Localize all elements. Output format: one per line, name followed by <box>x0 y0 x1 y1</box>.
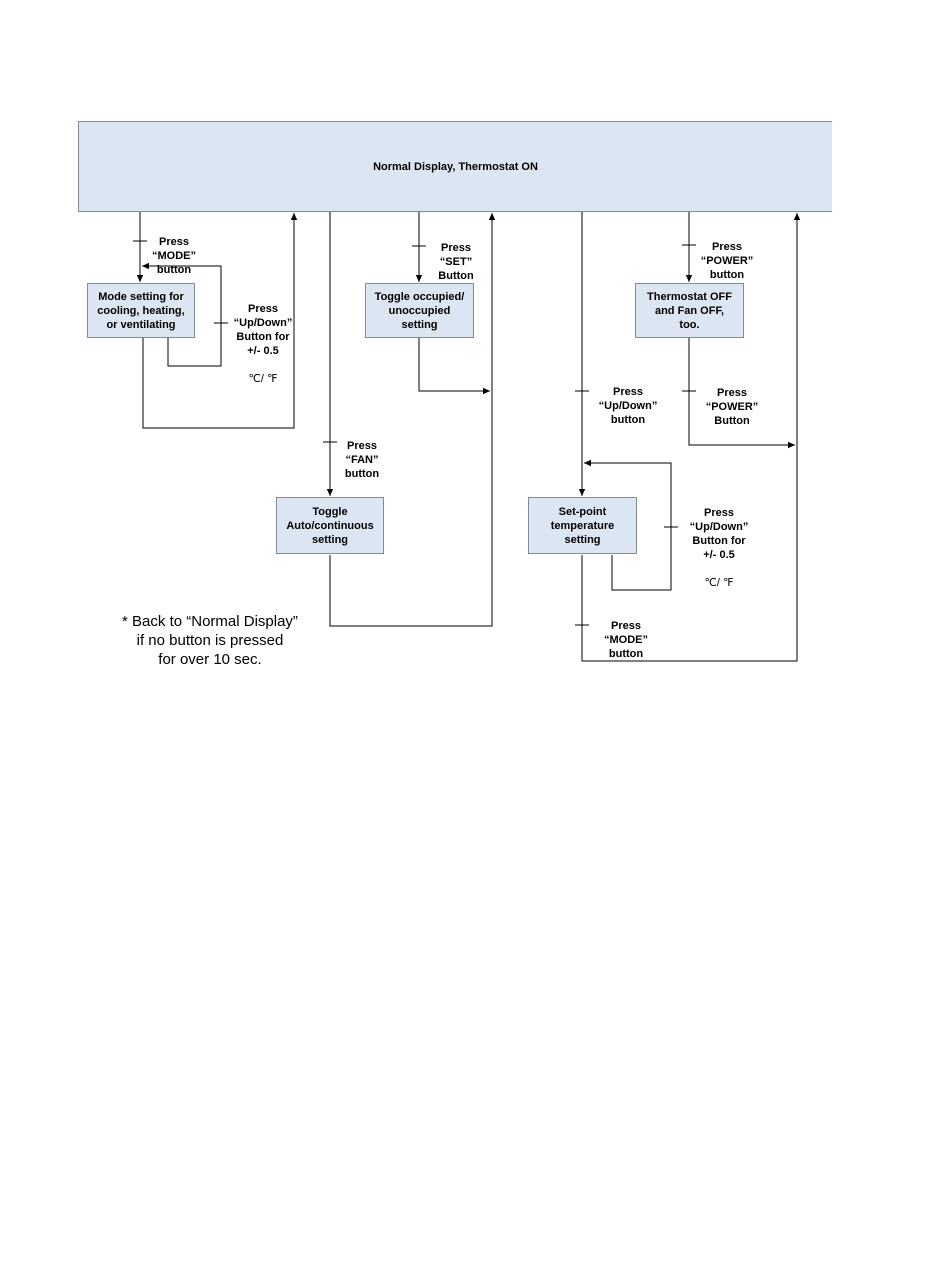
edge-setpoint-updown-loop <box>584 459 672 591</box>
label-press-mode-bottom: Press “MODE” button <box>594 605 658 661</box>
label-press-set: Press “SET” Button <box>424 227 488 283</box>
label-press-mode-top: Press “MODE” button <box>142 221 206 277</box>
label-press-power-top-text: Press “POWER” button <box>700 241 754 281</box>
toggle-occupied-label: Toggle occupied/ unoccupied setting <box>374 290 465 331</box>
toggle-occupied-box: Toggle occupied/ unoccupied setting <box>365 283 474 338</box>
setpoint-label: Set-point temperature setting <box>550 505 615 546</box>
label-press-updown-mode: Press “Up/Down” Button for +/- 0.5 ℃/ ℉ <box>226 288 300 386</box>
edge-power-return <box>688 338 795 449</box>
label-press-power-top: Press “POWER” button <box>692 226 762 282</box>
setpoint-box: Set-point temperature setting <box>528 497 637 554</box>
edge-mode-return <box>142 213 298 429</box>
edge-set-return <box>418 338 490 395</box>
mode-setting-label: Mode setting for cooling, heating, or ve… <box>97 290 185 331</box>
thermostat-off-label: Thermostat OFF and Fan OFF, too. <box>647 290 732 331</box>
label-press-mode-top-text: Press “MODE” button <box>152 236 196 276</box>
thermostat-off-box: Thermostat OFF and Fan OFF, too. <box>635 283 744 338</box>
edge-fan-return <box>329 213 496 627</box>
normal-display-box: Normal Display, Thermostat ON <box>78 121 832 212</box>
label-press-updown-setpoint-entry-text: Press “Up/Down” button <box>598 386 658 426</box>
label-press-fan: Press “FAN” button <box>334 425 390 481</box>
timeout-note: * Back to “Normal Display” if no button … <box>100 593 320 669</box>
label-unit-mode: ℃/ ℉ <box>248 373 278 385</box>
edge-setpoint-return <box>581 213 801 662</box>
label-press-power-bottom: Press “POWER” Button <box>697 372 767 428</box>
toggle-fan-box: Toggle Auto/continuous setting <box>276 497 384 554</box>
label-press-updown-mode-text: Press “Up/Down” Button for +/- 0.5 <box>233 303 293 357</box>
label-unit-setpoint: ℃/ ℉ <box>704 577 734 589</box>
label-press-updown-setpoint-adjust: Press “Up/Down” Button for +/- 0.5 ℃/ ℉ <box>682 492 756 590</box>
label-press-fan-text: Press “FAN” button <box>344 440 380 480</box>
label-press-updown-setpoint-adjust-text: Press “Up/Down” Button for +/- 0.5 <box>689 507 749 561</box>
mode-setting-box: Mode setting for cooling, heating, or ve… <box>87 283 195 338</box>
edge-mode-updown-loop <box>142 262 222 367</box>
label-press-set-text: Press “SET” Button <box>438 242 474 282</box>
toggle-fan-label: Toggle Auto/continuous setting <box>286 505 374 546</box>
label-press-mode-bottom-text: Press “MODE” button <box>604 620 648 660</box>
label-press-updown-setpoint-entry: Press “Up/Down” button <box>592 371 664 427</box>
label-press-power-bottom-text: Press “POWER” Button <box>705 387 759 427</box>
timeout-note-text: * Back to “Normal Display” if no button … <box>122 613 298 668</box>
normal-display-label: Normal Display, Thermostat ON <box>373 160 538 173</box>
